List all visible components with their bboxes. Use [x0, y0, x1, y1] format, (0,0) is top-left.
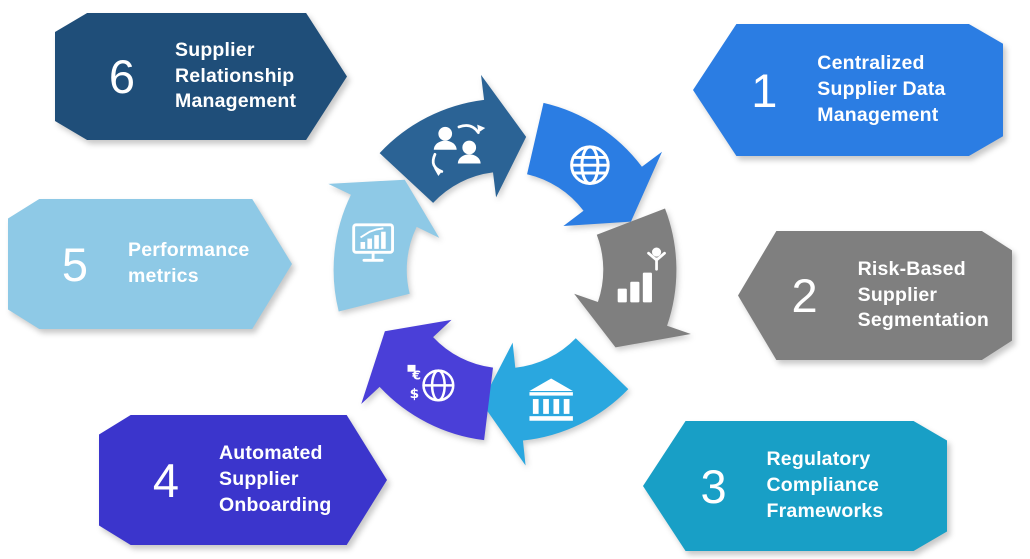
- step-3-number: 3: [700, 459, 727, 513]
- step-label-line: Supplier: [857, 283, 938, 306]
- step-label-line: Segmentation: [857, 309, 989, 332]
- globe-icon: [570, 145, 610, 185]
- step-label-line: Supplier: [219, 468, 299, 491]
- step-badge-1-shape: 1 Centralized Supplier Data Management: [693, 24, 1003, 156]
- step-label-line: Onboarding: [219, 493, 332, 516]
- step-1-label: Centralized Supplier Data Management: [817, 51, 945, 128]
- bank-icon: [529, 378, 573, 421]
- step-badge-3-shape: 3 Regulatory Compliance Frameworks: [643, 421, 947, 551]
- euro-symbol: €: [411, 368, 421, 383]
- step-label-line: metrics: [128, 265, 199, 287]
- step-badge-2-shape: 2 Risk-Based Supplier Segmentation: [738, 231, 1012, 360]
- step-label-line: Management: [817, 103, 939, 126]
- step-6-label: Supplier Relationship Management: [175, 38, 296, 115]
- cycle-arrow-top: [379, 74, 527, 203]
- cycle-arrow-lower-left: [361, 319, 493, 441]
- step-badge-3: 3 Regulatory Compliance Frameworks: [643, 421, 947, 551]
- step-label-line: Relationship: [175, 64, 295, 87]
- dollar-symbol: $: [410, 386, 420, 402]
- step-label-line: Performance: [128, 239, 250, 262]
- step-badge-5-shape: 5 Performance metrics: [8, 199, 292, 329]
- step-4-number: 4: [152, 453, 180, 507]
- step-badge-4: 4 Automated Supplier Onboarding: [99, 415, 387, 545]
- step-label-line: Regulatory: [766, 448, 871, 471]
- people-exchange-icon: [431, 124, 486, 177]
- global-trade-icon: € $: [407, 364, 455, 402]
- step-label-line: Supplier: [175, 38, 255, 61]
- step-label-line: Automated: [219, 442, 323, 465]
- step-2-number: 2: [791, 269, 818, 322]
- step-5-number: 5: [61, 237, 89, 291]
- growth-person-icon: [617, 247, 666, 303]
- step-label-line: Supplier Data: [817, 78, 946, 101]
- step-badge-1: 1 Centralized Supplier Data Management: [693, 24, 1003, 156]
- step-2-label: Risk-Based Supplier Segmentation: [858, 257, 989, 334]
- step-label-line: Risk-Based: [857, 257, 966, 280]
- cycle-arrows-svg: € $: [328, 74, 691, 466]
- step-6-number: 6: [108, 50, 136, 103]
- step-badge-6: 6 Supplier Relationship Management: [55, 13, 347, 140]
- step-5-label: Performance metrics: [128, 238, 249, 289]
- step-1-number: 1: [751, 63, 778, 117]
- monitor-chart-icon: [352, 223, 394, 262]
- step-label-line: Management: [175, 90, 297, 113]
- step-badge-2: 2 Risk-Based Supplier Segmentation: [738, 231, 1012, 360]
- step-badge-6-shape: 6 Supplier Relationship Management: [55, 13, 347, 140]
- step-3-label: Regulatory Compliance Frameworks: [767, 447, 884, 524]
- step-badge-4-shape: 4 Automated Supplier Onboarding: [99, 415, 387, 545]
- step-label-line: Frameworks: [766, 499, 884, 522]
- step-label-line: Compliance: [766, 474, 880, 497]
- step-4-label: Automated Supplier Onboarding: [219, 441, 332, 518]
- step-label-line: Centralized: [817, 52, 925, 75]
- cycle-arrow-lower-right: [574, 208, 691, 348]
- step-badge-5: 5 Performance metrics: [8, 199, 292, 329]
